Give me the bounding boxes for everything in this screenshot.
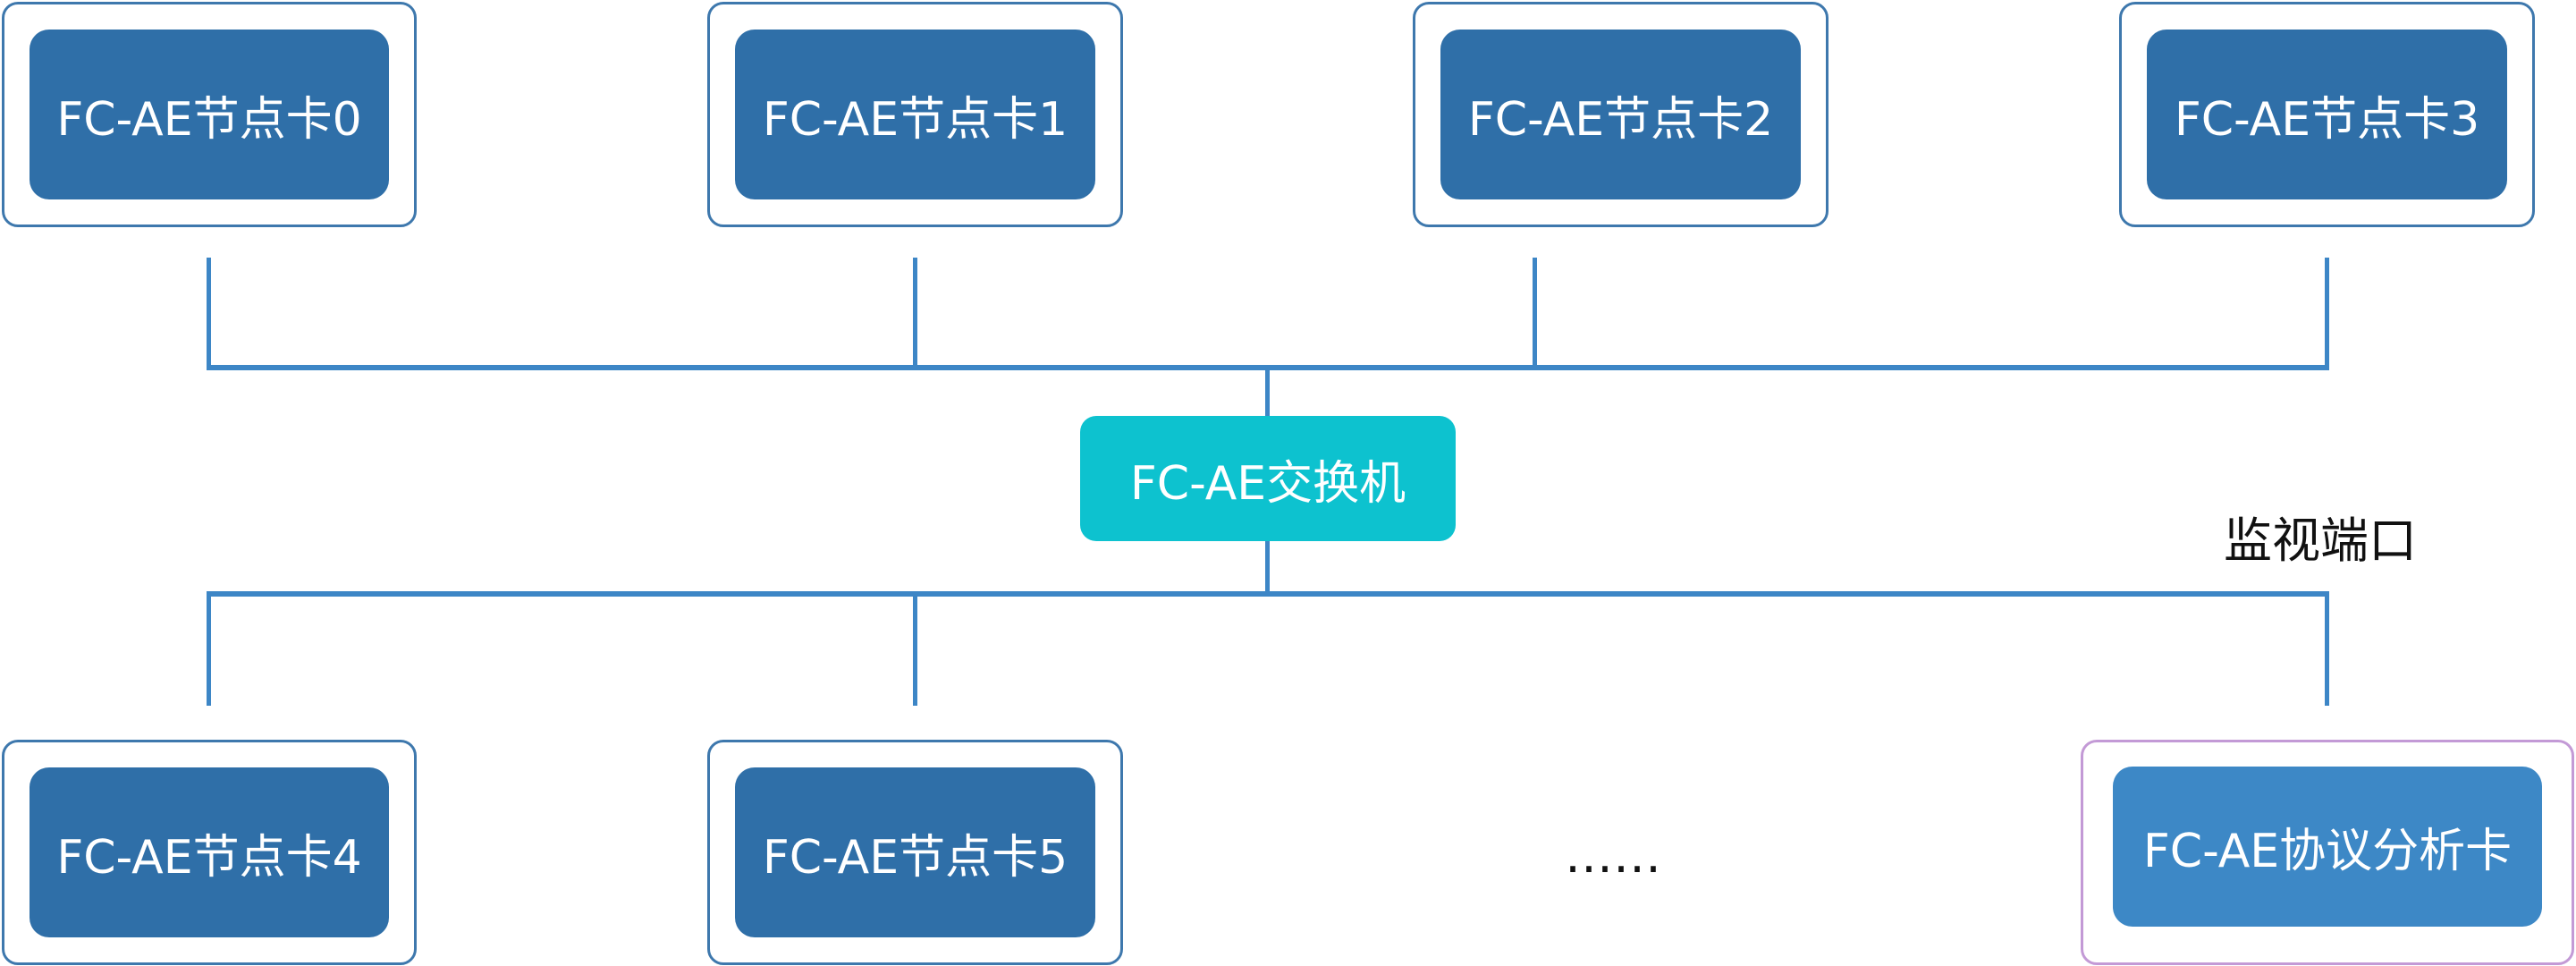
bottom-drop-line-4 [207,596,211,706]
node-card-label-4: FC-AE节点卡4 [30,767,389,937]
bottom-drop-line-5 [913,596,917,706]
top-drop-line-0 [207,258,211,369]
top-drop-line-1 [913,258,917,369]
node-card-label-5: FC-AE节点卡5 [735,767,1095,937]
node-card-2: FC-AE节点卡2 [1413,2,1829,227]
node-card-label-1: FC-AE节点卡1 [735,30,1095,199]
node-card-0: FC-AE节点卡0 [2,2,417,227]
monitor-port-label: 监视端口 [2224,513,2417,569]
fc-ae-switch: FC-AE交换机 [1080,416,1456,541]
switch-up-line [1265,369,1270,419]
bottom-bus-line [207,591,2329,597]
node-card-3: FC-AE节点卡3 [2119,2,2535,227]
more-nodes-ellipsis: …… [1565,827,1661,884]
top-drop-line-3 [2325,258,2329,369]
node-card-5: FC-AE节点卡5 [707,740,1123,965]
node-card-4: FC-AE节点卡4 [2,740,417,965]
node-card-label-2: FC-AE节点卡2 [1440,30,1801,199]
protocol-analyzer-card: FC-AE协议分析卡 [2081,740,2574,965]
node-card-label-0: FC-AE节点卡0 [30,30,389,199]
top-bus-line [207,365,2329,370]
switch-down-line [1265,539,1270,595]
monitor-drop-line [2325,596,2329,706]
top-drop-line-2 [1533,258,1537,369]
node-card-1: FC-AE节点卡1 [707,2,1123,227]
node-card-label-3: FC-AE节点卡3 [2147,30,2507,199]
protocol-analyzer-label: FC-AE协议分析卡 [2113,767,2542,927]
